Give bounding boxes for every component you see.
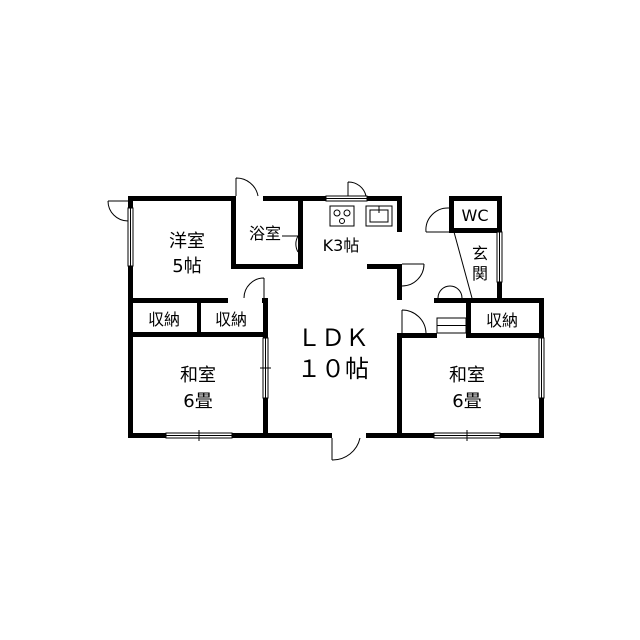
- wall-bath-left: [231, 196, 236, 268]
- wall-kitchen-stub: [367, 264, 401, 269]
- wall-right-bottom: [539, 398, 544, 438]
- room-washitsu-right-name: 和室: [449, 365, 485, 386]
- wall-bath-bottom: [231, 264, 303, 269]
- wall-lw-right-top: [263, 298, 268, 338]
- door-swing-icon: [437, 285, 463, 299]
- room-storage-3: 収納: [486, 311, 518, 330]
- entrance-step-icon: [436, 231, 473, 334]
- kitchen-fixtures: [329, 205, 393, 227]
- door-swing-icon: [243, 277, 265, 299]
- wall-ldk-right-mid: [397, 264, 402, 300]
- room-labels: 洋室 5帖 浴室 K3帖 WC 玄 関 収納 収納 収納 ＬＤＫ １０帖 和室 …: [148, 206, 518, 412]
- wall-right-top: [539, 298, 544, 338]
- room-storage-1: 収納: [148, 310, 180, 329]
- door-swing-icon: [331, 437, 361, 461]
- room-ldk-size: １０帖: [297, 355, 369, 383]
- gas-stove-icon: [329, 205, 355, 227]
- wall-left-top: [128, 196, 133, 208]
- door-swing-icon: [401, 263, 425, 287]
- room-genkan-line1: 玄: [472, 244, 488, 263]
- room-washitsu-left-size: 6畳: [183, 391, 212, 412]
- wall-wc-right: [497, 196, 502, 232]
- door-swings: [107, 177, 463, 461]
- room-ldk-name: ＬＤＫ: [297, 324, 369, 352]
- door-swing-icon: [235, 177, 259, 197]
- room-bath-name: 浴室: [249, 224, 281, 243]
- wall-genkan-step: [434, 298, 470, 303]
- door-swing-icon: [282, 235, 299, 253]
- wall-storage-bottom: [128, 332, 268, 337]
- room-wc-name: WC: [462, 206, 489, 225]
- room-washitsu-right-size: 6畳: [452, 391, 481, 412]
- room-yoshitsu-size: 5帖: [172, 256, 201, 277]
- wall-lw-right-bottom: [263, 398, 268, 438]
- wall-left: [128, 266, 133, 438]
- door-swing-icon: [107, 200, 129, 222]
- wall-top-wc: [452, 196, 502, 201]
- room-yoshitsu-name: 洋室: [169, 231, 205, 252]
- wall-top-left: [128, 196, 236, 201]
- wall-wc-bottom: [449, 228, 502, 233]
- room-kitchen-name: K3帖: [323, 236, 360, 255]
- exterior-walls: [128, 196, 544, 438]
- wall-genkan-right: [497, 282, 502, 303]
- wall-rw-storage-left: [466, 298, 471, 338]
- wall-ldk-right-bottom: [397, 336, 402, 438]
- wall-wc-left: [449, 196, 454, 232]
- door-swing-icon: [425, 207, 450, 233]
- wall-top-right: [367, 196, 401, 201]
- door-swing-icon: [401, 309, 427, 334]
- wall-rw-top-left: [397, 333, 437, 338]
- wall-top-mid: [263, 196, 326, 201]
- wall-bottom-a: [128, 433, 166, 438]
- room-washitsu-left-name: 和室: [180, 365, 216, 386]
- wall-bottom-b: [232, 433, 332, 438]
- door-swing-icon: [347, 181, 367, 197]
- wall-bottom-d: [500, 433, 544, 438]
- wall-ldk-right-top: [397, 196, 402, 232]
- wall-bath-right: [298, 196, 303, 269]
- wall-storage-divider: [197, 298, 201, 336]
- windows: [127, 195, 545, 441]
- room-genkan-line2: 関: [472, 264, 488, 283]
- room-storage-2: 収納: [215, 310, 247, 329]
- wall-right-upper: [466, 298, 544, 303]
